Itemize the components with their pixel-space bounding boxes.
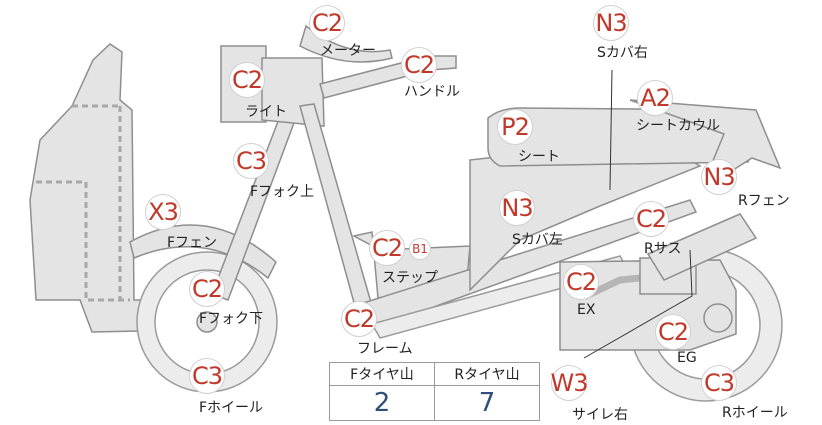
code-f-fork-lower: C2 [191, 275, 223, 303]
label-f-fork-lower: Fフォク下 [199, 311, 264, 327]
front-wheel-hub [196, 311, 218, 333]
code-marker-step-extra[interactable]: B1 [409, 238, 431, 260]
code-engine: C2 [657, 318, 689, 346]
label-s-cover-left: Sカバ左 [512, 232, 563, 248]
meter-shape [299, 24, 393, 63]
label-handle: ハンドル [404, 84, 460, 100]
code-exhaust: C2 [565, 268, 597, 296]
label-seat-cowl: シートカウル [636, 118, 720, 134]
code-marker-seat[interactable]: P2 [497, 109, 533, 145]
label-step: ステップ [382, 270, 438, 286]
code-marker-muffler-right[interactable]: W3 [550, 365, 589, 401]
label-exhaust: EX [577, 302, 596, 318]
label-f-wheel: Fホイール [199, 400, 264, 416]
front-tread-value: 2 [329, 385, 435, 421]
code-marker-s-cover-right[interactable]: N3 [593, 5, 629, 41]
code-seat-cowl: A2 [640, 84, 671, 112]
label-r-wheel: Rホイール [722, 405, 788, 421]
code-marker-r-wheel[interactable]: C3 [701, 365, 737, 401]
code-muffler-right: W3 [550, 369, 589, 397]
code-marker-f-wheel[interactable]: C3 [189, 358, 225, 394]
label-muffler-right: サイレ右 [572, 407, 628, 423]
code-marker-handle[interactable]: C2 [401, 47, 437, 83]
label-r-fender: Rフェン [738, 193, 790, 209]
code-marker-engine[interactable]: C2 [655, 314, 691, 350]
label-seat: シート [518, 149, 560, 165]
code-marker-frame[interactable]: C2 [341, 301, 377, 337]
engine-hub [703, 303, 733, 333]
code-step-extra: B1 [412, 242, 428, 256]
code-marker-f-fork-lower[interactable]: C2 [189, 271, 225, 307]
label-engine: EG [677, 350, 697, 366]
label-frame: フレーム [357, 341, 413, 357]
code-r-suspension: C2 [635, 205, 667, 233]
code-f-fork-upper: C3 [235, 147, 267, 175]
code-marker-exhaust[interactable]: C2 [563, 264, 599, 300]
front-tread-header: Fタイヤ山 [329, 362, 435, 386]
leg-shield-dashes [36, 104, 130, 302]
leader-line-s-cover [609, 69, 613, 191]
code-handle: C2 [403, 51, 435, 79]
label-light: ライト [245, 104, 287, 120]
code-marker-light[interactable]: C2 [229, 62, 265, 98]
code-marker-r-fender[interactable]: N3 [701, 159, 737, 195]
code-meter: C2 [311, 9, 343, 37]
code-marker-step[interactable]: C2 [369, 230, 405, 266]
code-marker-f-fork-upper[interactable]: C3 [233, 143, 269, 179]
code-marker-seat-cowl[interactable]: A2 [637, 80, 673, 116]
seat-cowl-shape [629, 99, 782, 173]
down-tube-shape [299, 103, 373, 311]
label-f-fender: Fフェン [167, 235, 218, 251]
code-frame: C2 [343, 305, 375, 333]
code-marker-f-fender[interactable]: X3 [145, 194, 181, 230]
code-seat: P2 [501, 113, 530, 141]
tread-value-row: 2 7 [329, 385, 540, 421]
code-marker-meter[interactable]: C2 [309, 5, 345, 41]
rear-tread-header: Rタイヤ山 [434, 362, 540, 386]
code-marker-r-suspension[interactable]: C2 [633, 201, 669, 237]
code-s-cover-left: N3 [501, 194, 533, 222]
code-marker-s-cover-left[interactable]: N3 [499, 190, 535, 226]
label-f-fork-upper: Fフォク上 [250, 184, 315, 200]
label-r-suspension: Rサス [644, 241, 682, 257]
rear-tread-value: 7 [434, 385, 540, 421]
tread-header-row: Fタイヤ山 Rタイヤ山 [329, 362, 540, 386]
code-step: C2 [371, 234, 403, 262]
leader-line-muffler [583, 249, 693, 359]
code-s-cover-right: N3 [595, 9, 627, 37]
label-meter: メーター [320, 43, 376, 59]
label-s-cover-right: Sカバ右 [597, 45, 648, 61]
code-f-fender: X3 [148, 198, 179, 226]
rear-suspension-shape [646, 213, 758, 281]
code-r-wheel: C3 [703, 369, 735, 397]
tire-tread-table: Fタイヤ山 Rタイヤ山 2 7 [329, 362, 540, 421]
code-f-wheel: C3 [191, 362, 223, 390]
code-r-fender: N3 [703, 163, 735, 191]
code-light: C2 [231, 66, 263, 94]
